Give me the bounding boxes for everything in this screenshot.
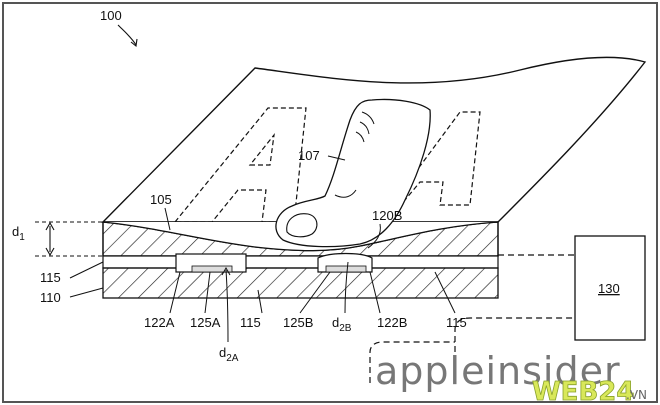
leader-115-mid bbox=[257, 289, 263, 314]
finger-creases bbox=[355, 111, 375, 143]
leader-125b bbox=[299, 271, 331, 314]
leader-d2a-arrow bbox=[221, 266, 231, 276]
label-115-right: 115 bbox=[446, 315, 467, 330]
label-125b: 125B bbox=[283, 315, 313, 330]
leader-100 bbox=[117, 24, 137, 46]
connection-lines bbox=[454, 254, 575, 372]
d1-arrowheads bbox=[45, 221, 55, 257]
label-107: 107 bbox=[298, 148, 320, 163]
label-d1: d1 bbox=[12, 224, 25, 243]
leader-d2a bbox=[225, 269, 229, 343]
substrate-110 bbox=[102, 267, 499, 299]
key-letter-outline-2 bbox=[393, 111, 481, 206]
fingernail bbox=[286, 213, 318, 238]
leader-105 bbox=[164, 207, 171, 231]
leader-107 bbox=[327, 155, 346, 161]
label-120b: 120B bbox=[372, 208, 402, 223]
label-122a: 122A bbox=[144, 315, 175, 330]
watermark-brand: appleinsider bbox=[375, 349, 621, 393]
leader-115-right bbox=[434, 271, 456, 314]
watermark-site: WEB24 bbox=[532, 377, 634, 405]
label-115-mid: 115 bbox=[240, 315, 261, 330]
label-125a: 125A bbox=[190, 315, 221, 330]
leader-120b bbox=[367, 223, 381, 249]
leader-122b bbox=[369, 271, 381, 314]
label-122b: 122B bbox=[377, 315, 407, 330]
label-115-left: 115 bbox=[40, 270, 61, 285]
label-d2b: d2B bbox=[332, 315, 352, 334]
finger-knuckle bbox=[334, 189, 357, 198]
leader-125a bbox=[204, 271, 211, 314]
label-130: 130 bbox=[598, 281, 620, 296]
leader-110 bbox=[69, 287, 104, 298]
label-110: 110 bbox=[40, 290, 61, 305]
label-d2a: d2A bbox=[219, 345, 239, 364]
leader-115-left bbox=[69, 261, 104, 279]
layer-115 bbox=[102, 255, 499, 269]
depression-curve bbox=[102, 221, 499, 252]
label-105: 105 bbox=[150, 192, 172, 207]
leader-122a bbox=[169, 271, 181, 314]
leader-100-arrow bbox=[130, 38, 138, 48]
sensor-125a bbox=[191, 265, 233, 273]
watermark-site-suffix: .VN bbox=[626, 388, 647, 402]
sensor-125b bbox=[325, 265, 367, 273]
label-100: 100 bbox=[100, 8, 122, 23]
finger-107 bbox=[275, 98, 431, 248]
connection-line-lower bbox=[369, 341, 455, 383]
leader-d2b bbox=[344, 261, 349, 314]
controller-box-130 bbox=[574, 235, 646, 341]
